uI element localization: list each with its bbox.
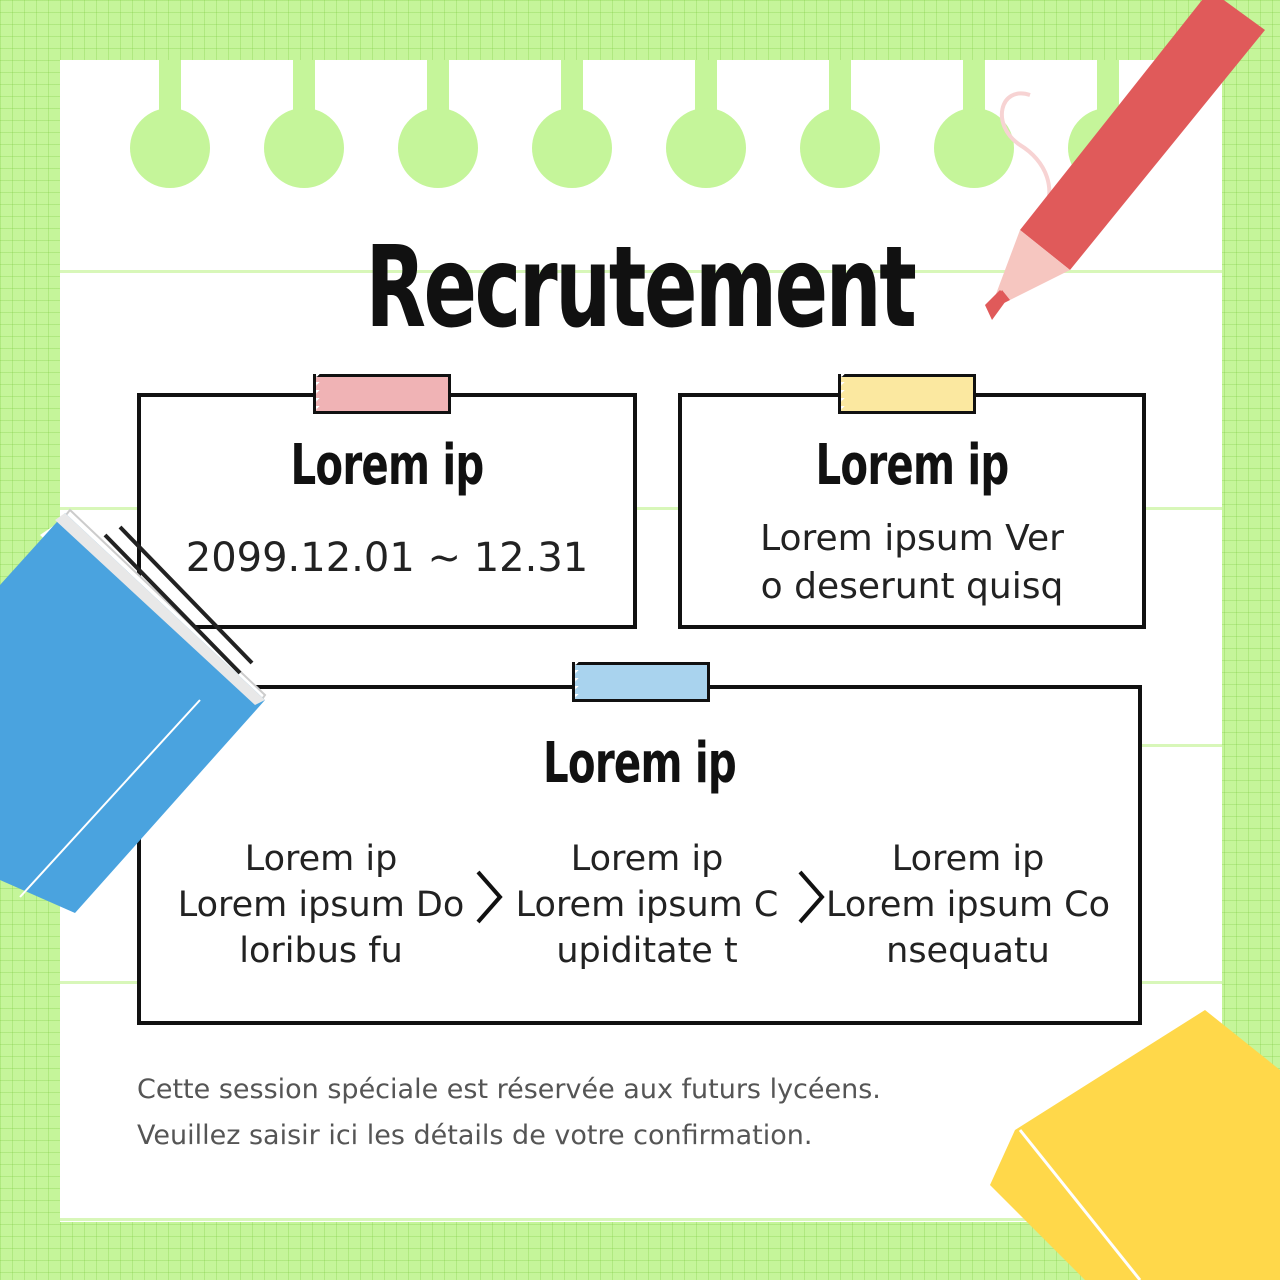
chevron-right-icon <box>798 870 825 924</box>
process-step-1: Lorem ip Lorem ipsum Do loribus fu <box>177 839 465 971</box>
tape-blue <box>572 662 710 702</box>
eraser-icon <box>990 1010 1280 1280</box>
info-box-description: Lorem ip Lorem ipsum Ver o deserunt quis… <box>678 393 1146 629</box>
info-box-process: Lorem ip <box>137 685 1142 1025</box>
footer-line-2: Veuillez saisir ici les détails de votre… <box>137 1120 813 1151</box>
tape-pink <box>313 374 451 414</box>
footer-line-1: Cette session spéciale est réservée aux … <box>137 1074 881 1105</box>
process-step-3: Lorem ip Lorem ipsum Co nsequatu <box>825 839 1111 971</box>
box-heading: Lorem ip <box>543 731 737 796</box>
info-box-dates: Lorem ip 2099.12.01 ~ 12.31 <box>137 393 637 629</box>
chevron-right-icon <box>476 870 503 924</box>
page-title: Recrutement <box>365 223 916 353</box>
box-heading: Lorem ip <box>815 433 1010 498</box>
box-line: o deserunt quisq <box>760 566 1064 607</box>
process-step-2: Lorem ip Lorem ipsum C upiditate t <box>515 839 779 971</box>
pencil-icon <box>985 0 1265 320</box>
box-heading: Lorem ip <box>290 433 485 498</box>
box-date-range: 2099.12.01 ~ 12.31 <box>185 535 589 581</box>
box-line: Lorem ipsum Ver <box>760 518 1064 559</box>
book-icon <box>0 508 267 913</box>
tape-yellow <box>838 374 976 414</box>
